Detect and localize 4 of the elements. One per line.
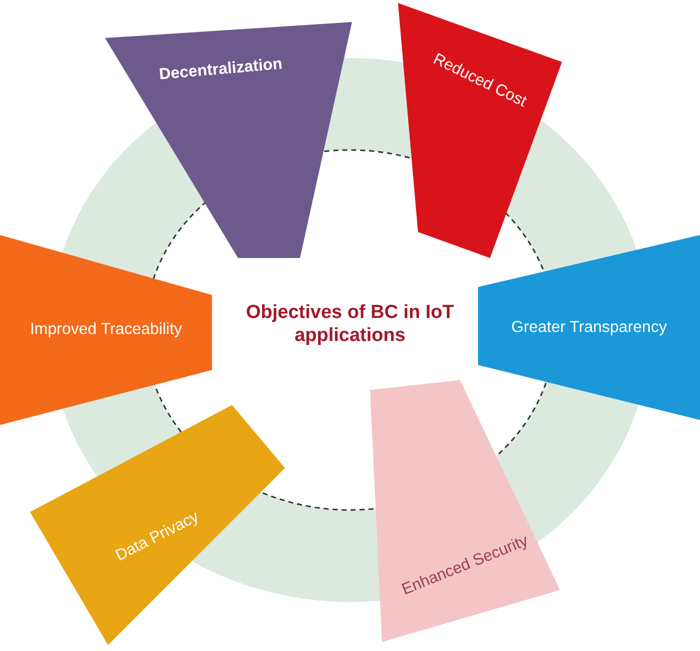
- panel-label: Decentralization: [158, 55, 283, 85]
- panel-label: Greater Transparency: [511, 318, 667, 338]
- panel-label: Improved Traceability: [30, 320, 182, 340]
- center-title: Objectives of BC in IoT applications: [245, 302, 455, 348]
